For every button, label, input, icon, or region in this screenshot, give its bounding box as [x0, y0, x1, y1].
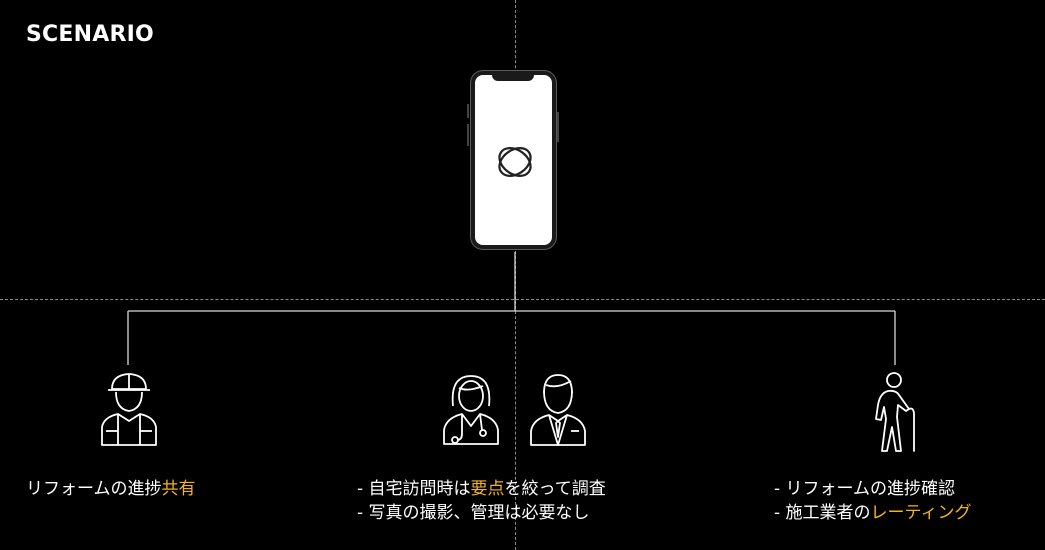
caption-line: - 写真の撮影、管理は必要なし — [357, 503, 590, 523]
phone-side-button — [557, 112, 559, 142]
elderly-person-icon — [866, 371, 924, 453]
caption-text: - 施工業者の — [774, 503, 871, 523]
horizontal-guide-line — [0, 299, 1045, 300]
construction-worker-icon — [98, 369, 160, 447]
app-logo-icon — [493, 142, 537, 182]
smartphone-icon — [471, 71, 556, 249]
persona-caption-elderly: - リフォームの進捗確認 - 施工業者のレーティング — [774, 477, 972, 525]
caption-text: リフォームの進捗 — [26, 479, 162, 499]
persona-caption-worker: リフォームの進捗共有 — [26, 477, 196, 501]
doctor-female-icon — [440, 372, 502, 446]
caption-text: - 自宅訪問時は — [357, 479, 471, 499]
caption-highlight: レーティング — [870, 503, 972, 523]
caption-text: を絞って調査 — [504, 479, 606, 499]
caption-highlight: 要点 — [470, 479, 505, 499]
phone-notch — [492, 73, 534, 81]
caption-line: - 施工業者のレーティング — [774, 501, 972, 525]
phone-side-button — [467, 124, 469, 146]
caption-line: - 自宅訪問時は要点を絞って調査 — [357, 477, 606, 501]
caption-line: - リフォームの進捗確認 — [774, 479, 956, 499]
caption-highlight: 共有 — [161, 479, 196, 499]
phone-side-button — [467, 104, 469, 118]
businessman-icon — [527, 371, 589, 447]
persona-caption-visit: - 自宅訪問時は要点を絞って調査 - 写真の撮影、管理は必要なし — [357, 477, 606, 525]
page-title: SCENARIO — [26, 22, 154, 47]
